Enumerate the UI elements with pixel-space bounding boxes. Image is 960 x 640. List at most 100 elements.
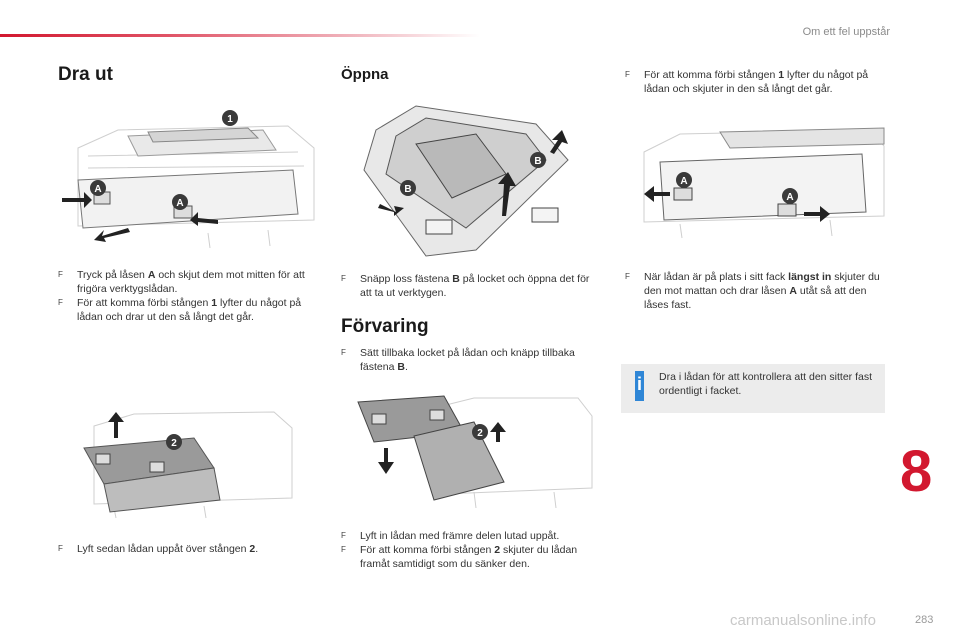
info-icon: i: [636, 374, 642, 394]
bold-run: B: [452, 273, 460, 285]
figure-open-lid: B B: [363, 105, 569, 257]
callout-badge-B: B: [400, 180, 416, 196]
step-item: F Lyft in lådan med främre delen lutad u…: [341, 529, 603, 543]
step-text: För att komma förbi stången 1 lyfter du …: [644, 69, 868, 95]
steps-oppna: F Snäpp loss fästena B på locket och öpp…: [341, 272, 603, 300]
steps-right-mid: F När lådan är på plats i sitt fack läng…: [625, 270, 887, 312]
header-accent-bar: [0, 34, 480, 37]
step-item: F För att komma förbi stången 1 lyfter d…: [625, 68, 887, 96]
step-text: Lyft sedan lådan uppåt över stången 2.: [77, 543, 258, 555]
badge-label: B: [404, 184, 411, 195]
bold-run: 1: [211, 297, 218, 309]
text-run: på locket och öppna det för att ta ut ve…: [360, 273, 590, 299]
arrow-icon: [378, 130, 568, 216]
callout-badge-B: B: [530, 152, 546, 168]
badge-label: A: [680, 176, 687, 187]
badge-label: 1: [227, 114, 233, 125]
text-run: Lyft sedan lådan uppåt över stången: [77, 543, 250, 555]
step-text: Snäpp loss fästena B på locket och öppna…: [360, 273, 589, 299]
bold-run: A: [789, 285, 797, 297]
watermark: carmanualsonline.info: [730, 612, 876, 629]
step-text: För att komma förbi stången 2 skjuter du…: [360, 544, 577, 570]
callout-badge-A: A: [676, 172, 692, 188]
step-text: Lyft in lådan med främre delen lutad upp…: [360, 530, 559, 542]
callout-badge-2: 2: [166, 434, 182, 450]
step-item: F När lådan är på plats i sitt fack läng…: [625, 270, 887, 312]
badge-label: 2: [477, 428, 483, 439]
info-text: Dra i lådan för att kontrollera att den …: [659, 371, 873, 397]
badge-label: A: [176, 198, 183, 209]
arrow-icon: [644, 186, 830, 222]
bullet-marker: F: [341, 545, 346, 554]
step-text: För att komma förbi stången 1 lyfter du …: [77, 297, 301, 323]
callout-badge-A: A: [782, 188, 798, 204]
steps-forvaring-2: F Lyft in lådan med främre delen lutad u…: [341, 529, 603, 571]
running-header: Om ett fel uppstår: [802, 26, 890, 38]
bold-run: B: [397, 361, 405, 373]
step-item: F Sätt tillbaka locket på lådan och knäp…: [341, 346, 591, 374]
bullet-marker: F: [58, 298, 63, 307]
badge-label: B: [534, 156, 541, 167]
badge-label: 2: [171, 438, 177, 449]
step-item: F För att komma förbi stången 2 skjuter …: [341, 543, 603, 571]
heading-forvaring: Förvaring: [341, 316, 429, 337]
text-run: För att komma förbi stången: [77, 297, 212, 309]
bold-run: A: [147, 269, 156, 281]
arrow-icon: [378, 422, 506, 474]
text-run: utåt så att den låses fast.: [644, 285, 867, 311]
text-run: För att komma förbi stången: [644, 69, 779, 81]
callout-badge-2: 2: [472, 424, 488, 440]
figure-pull-out: A A 1: [62, 110, 315, 249]
step-item: F Tryck på låsen A och skjut dem mot mit…: [58, 268, 320, 296]
callout-badge-1: 1: [222, 110, 238, 126]
info-icon-bar: [635, 371, 644, 401]
bullet-marker: F: [625, 272, 630, 281]
bullet-marker: F: [341, 274, 346, 283]
step-text: Tryck på låsen A och skjut dem mot mitte…: [77, 269, 305, 295]
bullet-marker: F: [58, 544, 63, 553]
step-item: F Snäpp loss fästena B på locket och öpp…: [341, 272, 603, 300]
step-text: Sätt tillbaka locket på lådan och knäpp …: [360, 347, 575, 373]
steps-right-top: F För att komma förbi stången 1 lyfter d…: [625, 68, 887, 96]
text-run: .: [404, 361, 408, 373]
steps-dra-ut: F Tryck på låsen A och skjut dem mot mit…: [58, 268, 320, 324]
bullet-marker: F: [58, 270, 63, 279]
badge-label: A: [786, 192, 793, 203]
heading-oppna: Öppna: [341, 66, 389, 83]
info-box: i Dra i lådan för att kontrollera att de…: [621, 364, 885, 413]
text-run: skjuter du den mot mattan och drar låsen: [644, 271, 880, 297]
steps-forvaring: F Sätt tillbaka locket på lådan och knäp…: [341, 346, 591, 374]
heading-dra-ut: Dra ut: [58, 64, 113, 85]
bullet-marker: F: [625, 70, 630, 79]
steps-dra-ut-2: F Lyft sedan lådan uppåt över stången 2.: [58, 542, 320, 556]
text-run: När lådan är på plats i sitt fack: [644, 271, 789, 283]
arrow-up-icon: [108, 412, 124, 438]
bullet-marker: F: [341, 348, 346, 357]
text-run: lyfter du något på lådan och drar ut den…: [77, 297, 302, 323]
text-run: lyfter du något på lådan och skjuter in …: [644, 69, 869, 95]
bold-run: längst in: [788, 271, 832, 283]
figure-push-in: A A: [643, 127, 885, 239]
text-run: Lyft in lådan med främre delen lutad upp…: [360, 530, 560, 542]
bullet-marker: F: [341, 531, 346, 540]
text-run: skjuter du lådan framåt samtidigt som du…: [360, 544, 578, 570]
figure-insert-box: 2: [357, 395, 593, 509]
text-run: Snäpp loss fästena: [360, 273, 453, 285]
arrow-icon: [62, 192, 218, 242]
text-run: För att komma förbi stången: [360, 544, 495, 556]
bold-run: 2: [494, 544, 501, 556]
figure-lift-box: 2: [83, 411, 293, 519]
callout-badge-A: A: [172, 194, 188, 210]
step-item: F För att komma förbi stången 1 lyfter d…: [58, 296, 320, 324]
step-text: När lådan är på plats i sitt fack längst…: [644, 271, 880, 311]
text-run: och skjut dem mot mitten för att frigöra…: [77, 269, 305, 295]
page-number: 283: [915, 614, 934, 626]
callout-badge-A: A: [90, 180, 106, 196]
bold-run: 1: [778, 69, 785, 81]
step-item: F Lyft sedan lådan uppåt över stången 2.: [58, 542, 320, 556]
badge-label: A: [94, 184, 101, 195]
chapter-number: 8: [900, 439, 933, 504]
bold-run: 2: [249, 543, 256, 555]
text-run: Tryck på låsen: [77, 269, 148, 281]
text-run: .: [255, 543, 259, 555]
